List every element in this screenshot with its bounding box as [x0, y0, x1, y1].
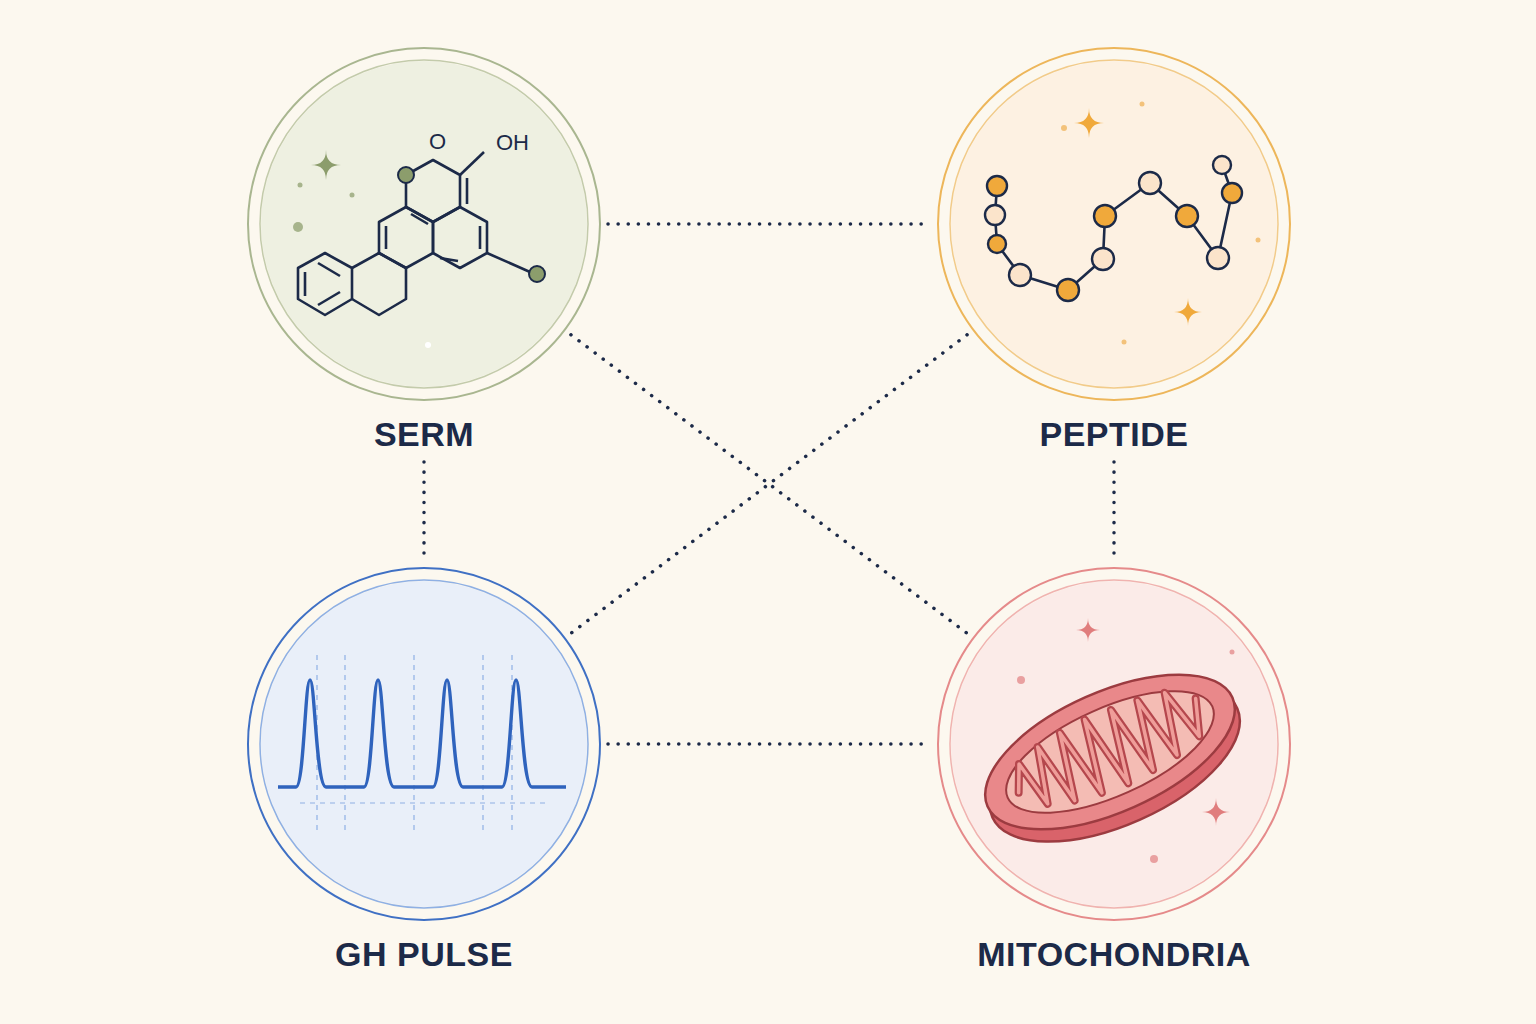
dotted-connector [608, 742, 930, 746]
atom-label: OH [494, 131, 531, 155]
dotted-connector [1112, 462, 1116, 560]
dot [1017, 676, 1025, 684]
pulse-wave [278, 680, 566, 787]
dot [1230, 650, 1235, 655]
node-label: SERM [234, 414, 614, 454]
gh-ground [261, 581, 587, 907]
mitochondrion [963, 643, 1262, 874]
molecule [298, 152, 530, 315]
sparkle [1074, 108, 1104, 138]
node-label: MITOCHONDRIA [924, 934, 1304, 974]
dotted-connector [608, 222, 930, 226]
outer-ring [248, 48, 600, 400]
dotted-connector [422, 462, 426, 560]
dotted-connector [571, 335, 967, 634]
node-label: PEPTIDE [924, 414, 1304, 454]
inner-ring [950, 580, 1278, 908]
circle-outline [924, 554, 1304, 934]
sparkle [1202, 798, 1230, 826]
dot [1061, 125, 1067, 131]
peptide-ground [951, 61, 1277, 387]
circle-outline [234, 554, 614, 934]
inner-ring [260, 60, 588, 388]
dotted-connector [571, 335, 967, 634]
outer-ring [248, 568, 600, 920]
atom-dot [529, 266, 545, 282]
sparkle [311, 150, 341, 180]
circle-outline [234, 34, 614, 414]
dot [1140, 102, 1145, 107]
dot [1256, 238, 1261, 243]
circle-node: PEPTIDE [924, 34, 1304, 454]
node-label: GH PULSE [234, 934, 614, 974]
serm-ground [261, 61, 587, 387]
dot [1122, 340, 1127, 345]
dot [350, 193, 355, 198]
inner-ring [950, 60, 1278, 388]
inner-ring [260, 580, 588, 908]
outer-ring [938, 48, 1290, 400]
circle-node: MITOCHONDRIA [924, 554, 1304, 974]
dot [298, 183, 303, 188]
dot [293, 222, 303, 232]
peptide-backbone [995, 165, 1232, 290]
mito-ground [951, 581, 1277, 907]
circle-node: SERM [234, 34, 614, 454]
sparkle [1076, 618, 1100, 642]
dot [1150, 855, 1158, 863]
sparkle [1174, 298, 1202, 326]
amino-acids [985, 156, 1242, 301]
circle-outline [924, 34, 1304, 414]
circle-node: GH PULSE [234, 554, 614, 974]
dot [425, 342, 431, 348]
atom-label: O [427, 130, 448, 154]
atom-dot [398, 167, 414, 183]
outer-ring [938, 568, 1290, 920]
